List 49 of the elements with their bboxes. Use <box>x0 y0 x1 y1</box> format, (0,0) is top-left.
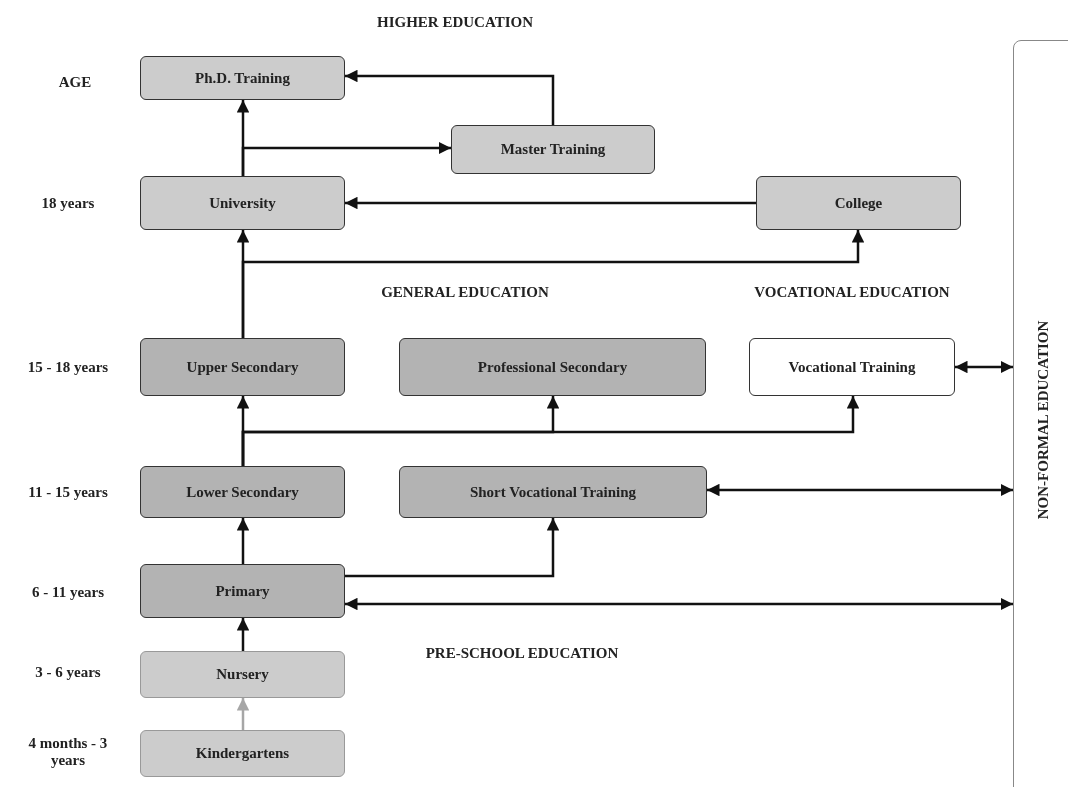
process-box <box>140 651 345 698</box>
box-label: College <box>834 194 883 212</box>
box-label: Professional Secondary <box>477 358 628 376</box>
process-box <box>140 176 345 230</box>
arrow <box>955 360 1013 374</box>
arrow <box>345 597 1013 611</box>
arrow <box>236 698 250 730</box>
process-box <box>451 125 655 174</box>
process-box <box>749 338 955 396</box>
arrow <box>345 518 560 578</box>
band-title: NON-FORMAL EDUCATION <box>1034 320 1052 520</box>
age-label: 3 - 6 years <box>35 663 101 681</box>
age-label: 18 years <box>41 194 95 212</box>
age-label: 6 - 11 years <box>31 583 105 601</box>
process-box <box>140 338 345 396</box>
age-label: 15 - 18 years <box>27 358 109 376</box>
section-heading: HIGHER EDUCATION <box>377 13 533 31</box>
age-label: AGE <box>58 73 92 91</box>
arrow <box>236 518 250 564</box>
box-label: Upper Secondary <box>186 358 299 376</box>
side-band <box>1013 40 1068 787</box>
process-box <box>140 564 345 618</box>
process-box <box>140 466 345 518</box>
arrow <box>241 396 860 466</box>
box-label: Lower Secondary <box>186 483 299 501</box>
section-heading: GENERAL EDUCATION <box>381 283 549 301</box>
section-heading: VOCATIONAL EDUCATION <box>754 283 950 301</box>
arrow <box>707 483 1013 497</box>
box-label: Short Vocational Training <box>469 483 637 501</box>
box-label: Kindergartens <box>195 745 290 762</box>
arrow <box>236 618 250 651</box>
box-label: Ph.D. Training <box>195 69 290 87</box>
arrow <box>345 196 756 210</box>
box-label: Primary <box>215 582 270 600</box>
age-label: 4 months - 3 years <box>27 735 109 769</box>
process-box <box>140 56 345 100</box>
box-label: University <box>209 194 276 212</box>
section-heading: PRE-SCHOOL EDUCATION <box>425 644 619 662</box>
arrow <box>345 69 555 125</box>
box-label: Nursery <box>216 666 269 683</box>
process-box <box>140 730 345 777</box>
process-box <box>756 176 961 230</box>
process-box <box>399 338 706 396</box>
box-label: Vocational Training <box>788 358 916 376</box>
box-label: Master Training <box>500 141 606 158</box>
arrow <box>241 230 865 338</box>
arrow <box>241 141 451 176</box>
process-box <box>399 466 707 518</box>
age-label: 11 - 15 years <box>28 483 108 501</box>
